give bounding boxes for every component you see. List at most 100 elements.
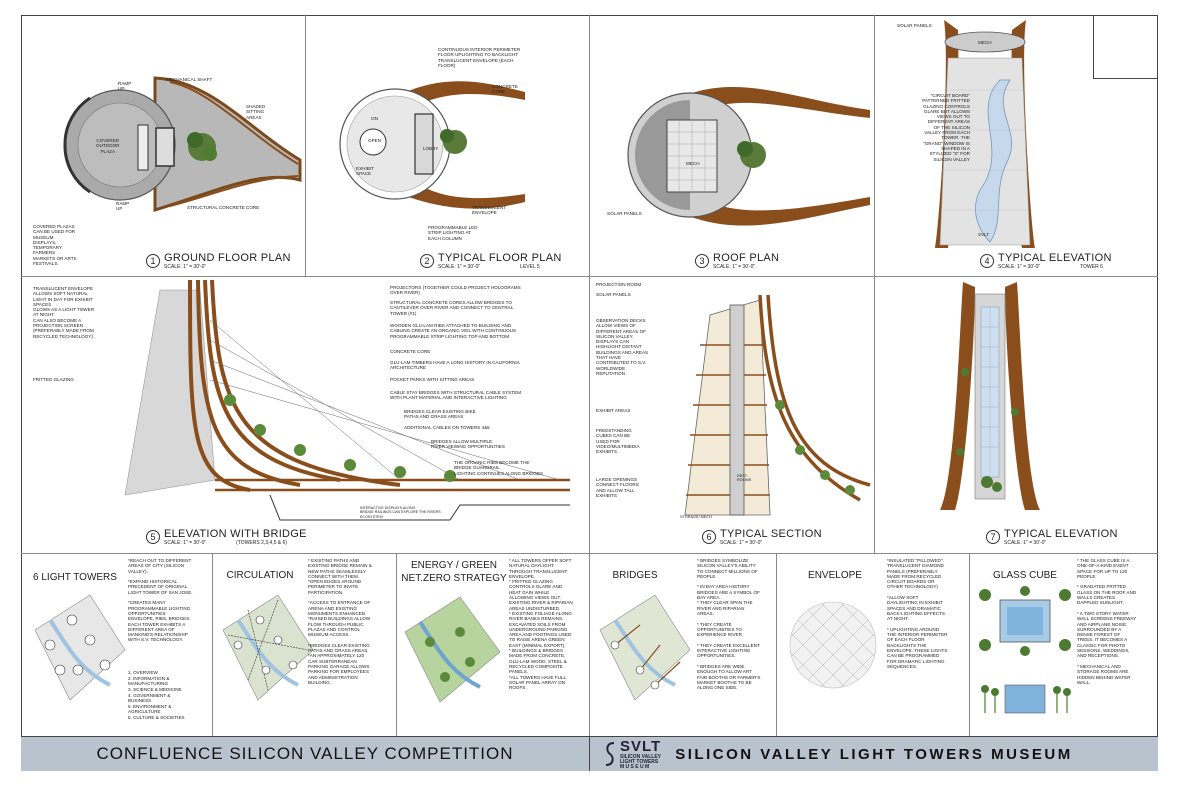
label-glulam-ribs: WOODEN GLU-LAM RIBS ATTACHED TO BUILDING… [390, 323, 517, 339]
typical-section-drawing [684, 294, 871, 516]
strip-title-envelope: ENVELOPE [808, 570, 862, 581]
caption-typical-elevation: 4 TYPICAL ELEVATION SCALE: 1" = 30'-0" TO… [980, 252, 1112, 270]
grid-line [776, 553, 777, 736]
caption-number: 4 [980, 254, 994, 268]
museum-title-block: SVLT SILICON VALLEY LIGHT TOWERS M U S E… [596, 737, 1158, 771]
glass-cube-diagram [979, 586, 1071, 714]
grid-line [305, 15, 306, 276]
strip-text-circulation: * EXISTING PATHS AND EXISTING BRIDGE REM… [308, 558, 372, 685]
caption-title: TYPICAL FLOOR PLAN [438, 252, 562, 264]
logo-sub-1: SILICON VALLEY [620, 754, 662, 760]
label-projectors: PROJECTORS (TOGETHER COULD PROJECT HOLOG… [390, 285, 521, 296]
caption-number: 1 [146, 254, 160, 268]
label-translucent-envelope: TRANSLUCENT ENVELOPE ALLOWS SOFT NATURAL… [33, 286, 95, 339]
scale-text: SCALE: 1" = 30'-0" [438, 264, 481, 270]
strip-title-circulation: CIRCULATION [226, 570, 294, 581]
label-circuit-board-note: "CIRCUIT BOARD" PATTERNED FRITTED GLAZIN… [922, 93, 970, 162]
towers-site-diagram [34, 594, 126, 701]
grid-line [969, 553, 970, 736]
strip-text-bridges: * BRIDGES SYMBOLIZE SILICON VALLEY'S ABI… [697, 558, 761, 691]
caption-scale: SCALE: 1" = 30'-0" [164, 264, 207, 270]
caption-scale: SCALE: 1" = 30'-0" [720, 540, 763, 546]
label-led-strip: PROGRAMMABLE LED STRIP LIGHTING AT EACH … [428, 225, 478, 241]
level-text: LEVEL 5 [520, 264, 540, 270]
circulation-site-diagram [222, 594, 314, 701]
label-translucent-envelope: TRANSLUCENT ENVELOPE [472, 205, 506, 216]
caption-title: GROUND FLOOR PLAN [164, 252, 291, 264]
label-covered-plazas-note: COVERED PLAZAS CAN BE USED FOR MUSEUM DI… [33, 224, 77, 267]
strip-title-energy-1: ENERGY / GREEN [411, 560, 497, 571]
strip-title-energy-2: NET.ZERO STRATEGY [401, 573, 507, 584]
caption-number: 2 [420, 254, 434, 268]
label-large-openings: LARGE OPENINGS CONNECT FLOORS AND ALLOW … [596, 477, 639, 498]
label-open: OPEN [368, 138, 382, 143]
strip-text-glass-cube: * THE GLASS CUBE IS A ONE-OF-A-KIND EVEN… [1077, 558, 1137, 685]
tower-list-item: 2. INFORMATION & MANUFACTURING [128, 676, 170, 687]
caption-scale: SCALE: 1" = 30'-0" [713, 264, 756, 270]
caption-title: ROOF PLAN [713, 252, 780, 264]
grid-line [589, 276, 590, 553]
caption-scale: SCALE: 1" = 30'-0" LEVEL 5 [438, 264, 562, 270]
grid-line [212, 553, 213, 736]
typical-floor-plan-drawing [339, 81, 525, 209]
label-cable-stay: CABLE STAY BRIDGES WITH STRUCTURAL CABLE… [390, 390, 522, 401]
scale-text: SCALE: 1" = 30'-0" [164, 540, 207, 546]
label-observation-decks: OBSERVATION DECKS ALLOW VIEWS OF DIFFERE… [596, 318, 649, 376]
label-solar-panels: SOLAR PANELS [596, 292, 631, 297]
competition-title: CONFLUENCE SILICON VALLEY COMPETITION [96, 744, 514, 763]
caption-scale: SCALE: 1" = 30'-0" (TOWERS 2,3,4,5 & 6) [164, 540, 307, 546]
strip-text-energy: * ALL TOWERS OFFER SOFT NATURAL DAYLIGHT… [509, 558, 573, 691]
label-river-viewing: BRIDGES ALLOW MULTIPLE RIVER VIEWING OPP… [431, 439, 505, 450]
caption-number: 6 [702, 530, 716, 544]
logo-sub-2: LIGHT TOWERS [620, 759, 659, 765]
label-restrooms: REST- ROOMS [737, 474, 752, 483]
caption-number: 5 [146, 530, 160, 544]
strip-text-envelope: *INSULATED "PILLOWED" TRANSLUCENT DIAMON… [887, 558, 948, 669]
caption-typical-elevation-2: 7 TYPICAL ELEVATION SCALE: 1" = 30'-0" [986, 528, 1118, 546]
label-ramp-up-top: RAMP UP [118, 81, 132, 92]
caption-title: TYPICAL ELEVATION [998, 252, 1112, 264]
envelope-pattern-diagram [789, 601, 877, 689]
label-mech: MECH [686, 161, 700, 166]
strip-title-bridges: BRIDGES [612, 570, 658, 581]
label-additional-cables: ADDITIONAL CABLES ON TOWERS 4&5 [404, 425, 490, 430]
caption-elevation-bridge: 5 ELEVATION WITH BRIDGE SCALE: 1" = 30'-… [146, 528, 307, 546]
title-bar: CONFLUENCE SILICON VALLEY COMPETITION SV… [21, 736, 1158, 771]
label-solar-panels: SOLAR PANELS [607, 211, 642, 216]
tower-list-item: 1. OVERVIEW [128, 670, 158, 675]
grid-line [874, 15, 875, 553]
caption-roof-plan: 3 ROOF PLAN SCALE: 1" = 30'-0" [695, 252, 779, 270]
label-svlt: SVLT [978, 232, 990, 237]
caption-title: ELEVATION WITH BRIDGE [164, 528, 307, 540]
label-mech: MECH [978, 40, 992, 45]
label-pocket-parks: POCKET PARKS WITH SITTING AREAS [390, 377, 475, 382]
elevation-with-bridge-drawing [124, 279, 570, 521]
label-solar-panels: SOLAR PANELS [897, 23, 932, 28]
grid-line [589, 15, 590, 276]
label-projection-room: PROJECTION ROOM [596, 282, 642, 287]
label-bike-paths: BRIDGES CLEAR EXISTING BIKE PATHS AND GR… [404, 409, 476, 420]
label-concrete-core: CONCRETE CORE [492, 84, 518, 95]
grid-line [589, 553, 590, 736]
label-ramp-up-bottom: RAMP UP [116, 201, 130, 212]
tower-text: TOWER 6 [1080, 264, 1103, 270]
title-block-box [1093, 15, 1158, 79]
label-storage-mech: STORAGE/ MECH [680, 515, 712, 519]
label-covered-plaza: COVERED OUTDOOR PLAZA [96, 138, 120, 154]
label-freestanding-cubes: FREESTANDING CUBES CAN BE USED FOR VIDEO… [596, 428, 640, 455]
tower-list-item: 4. GOVERNMENT & BUSINESS [128, 693, 171, 704]
label-lobby: LOBBY [423, 146, 439, 151]
strip-title-towers: 6 LIGHT TOWERS [33, 572, 117, 583]
label-concrete-core: CONCRETE CORE [390, 349, 431, 354]
towers-text: (TOWERS 2,3,4,5 & 6) [236, 540, 287, 546]
caption-number: 3 [695, 254, 709, 268]
label-exhibit-space: EXHIBIT SPACE [356, 166, 374, 177]
label-exhibit-areas: EXHIBIT AREAS [596, 408, 631, 413]
label-shaded-sitting: SHADED SITTING AREAS [246, 104, 266, 120]
tower-list-item: 3. SCIENCE & MEDICINE [128, 687, 182, 692]
bar-divider [589, 737, 590, 771]
label-organic-ribs: THE ORGANIC RIBS BECOME THE BRIDGE GUARD… [454, 460, 544, 476]
label-glulam-history: GLU-LAM TIMBERS HAVE A LONG HISTORY IN C… [390, 360, 520, 371]
scale-text: SCALE: 1" = 30'-0" [998, 264, 1041, 270]
logo-text: SVLT [620, 738, 662, 755]
